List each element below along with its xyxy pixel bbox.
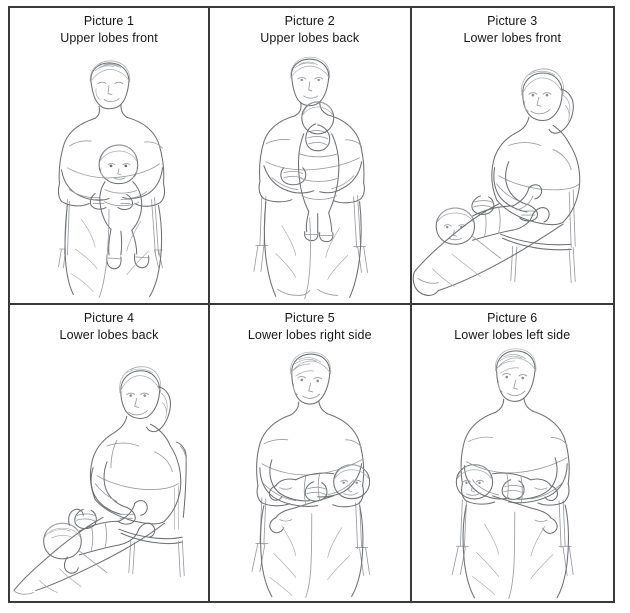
panel-3-title: Picture 3: [487, 14, 538, 28]
panel-5-illustration: [210, 344, 410, 602]
panel-picture-2: Picture 2 Upper lobes back: [210, 8, 412, 305]
illustration-grid: Picture 1 Upper lobes front: [8, 6, 615, 603]
panel-6-caption: Picture 6 Lower lobes left side: [412, 305, 614, 344]
panel-6-title: Picture 6: [487, 310, 538, 325]
panel-4-title: Picture 4: [83, 310, 135, 325]
panel-4-caption: Picture 4 Lower lobes back: [10, 305, 208, 344]
panel-picture-1: Picture 1 Upper lobes front: [10, 8, 210, 305]
panel-3-caption: Picture 3 Lower lobes front: [412, 8, 614, 47]
panel-2-caption: Picture 2 Upper lobes back: [210, 8, 410, 47]
panel-5-caption: Picture 5 Lower lobes right side: [210, 305, 410, 344]
panel-picture-3: Picture 3 Lower lobes front: [411, 8, 614, 305]
panel-1-title: Picture 1: [83, 14, 135, 28]
panel-picture-6: Picture 6 Lower lobes left side: [411, 304, 614, 602]
panel-2-title: Picture 2: [284, 14, 335, 28]
panel-4-illustration: [10, 344, 208, 602]
panel-2-illustration: [210, 47, 410, 303]
panel-4-subtitle: Lower lobes back: [59, 327, 159, 342]
panel-1-caption: Picture 1 Upper lobes front: [10, 8, 208, 47]
panel-1-subtitle: Upper lobes front: [60, 31, 158, 45]
panel-3-subtitle: Lower lobes front: [463, 31, 562, 45]
panel-2-subtitle: Upper lobes back: [260, 31, 360, 45]
panel-picture-5: Picture 5 Lower lobes right side: [210, 304, 412, 602]
panel-picture-4: Picture 4 Lower lobes back: [10, 304, 210, 602]
panel-5-subtitle: Lower lobes right side: [247, 327, 372, 342]
panel-6-subtitle: Lower lobes left side: [454, 327, 571, 342]
panel-5-title: Picture 5: [284, 310, 335, 325]
panel-6-illustration: [412, 344, 614, 602]
panel-3-illustration: [412, 47, 614, 303]
panel-1-illustration: [10, 47, 208, 303]
